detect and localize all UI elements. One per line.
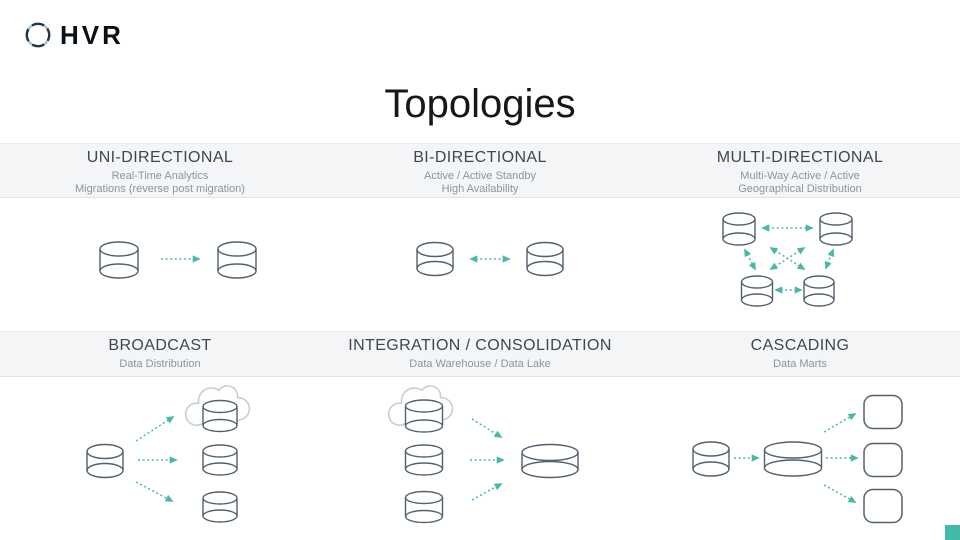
replication-arrow (824, 248, 835, 270)
replication-arrow (471, 483, 503, 501)
integration-consolidation-diagram (387, 385, 579, 524)
corner-accent-square (945, 525, 960, 540)
section-subtitle: Data Marts (773, 358, 827, 370)
database-cylinder-icon (521, 443, 579, 479)
section-header-broadcast: BROADCAST Data Distribution (0, 332, 320, 376)
database-cylinder-icon (526, 241, 564, 277)
section-subtitle: Data Distribution (119, 358, 201, 370)
section-title: CASCADING (750, 337, 850, 354)
section-title: UNI-DIRECTIONAL (86, 149, 234, 166)
data-mart-node-icon (863, 488, 903, 524)
logo-text: HVR (60, 20, 124, 50)
database-cylinder-icon (202, 491, 238, 523)
replication-arrow (135, 481, 174, 502)
database-cylinder-icon (763, 441, 823, 477)
hvr-logo: HVR (24, 21, 124, 49)
database-cylinder-icon (692, 441, 730, 477)
section-title: INTEGRATION / CONSOLIDATION (348, 337, 612, 354)
database-cylinder-icon (99, 241, 139, 279)
hvr-ring-icon (25, 22, 51, 48)
replication-arrow (135, 416, 175, 442)
section-title: BI-DIRECTIONAL (413, 149, 547, 166)
section-header-row-2: BROADCAST Data Distribution INTEGRATION … (0, 331, 960, 377)
cascading-diagram (692, 394, 903, 524)
broadcast-diagram (86, 385, 251, 523)
section-subtitle: Multi-Way Active / Active Geographical D… (738, 170, 862, 195)
database-cylinder-icon (404, 399, 444, 433)
section-header-integration-consolidation: INTEGRATION / CONSOLIDATION Data Warehou… (320, 332, 640, 376)
database-cylinder-icon (803, 275, 835, 307)
database-cylinder-icon (740, 275, 774, 307)
replication-arrow (471, 418, 503, 438)
data-mart-node-icon (863, 442, 903, 478)
replication-arrow (769, 247, 806, 270)
section-title: BROADCAST (108, 337, 212, 354)
section-header-uni-directional: UNI-DIRECTIONAL Real-Time Analytics Migr… (0, 144, 320, 197)
section-header-row-1: UNI-DIRECTIONAL Real-Time Analytics Migr… (0, 143, 960, 198)
section-title: MULTI-DIRECTIONAL (716, 149, 884, 166)
database-cylinder-icon (819, 212, 853, 246)
section-header-bi-directional: BI-DIRECTIONAL Active / Active Standby H… (320, 144, 640, 197)
data-mart-node-icon (863, 394, 903, 430)
database-cylinder-icon (217, 241, 257, 279)
replication-arrow (823, 413, 857, 433)
database-cylinder-icon (86, 443, 124, 479)
replication-arrow (823, 484, 857, 503)
replication-arrow (744, 248, 756, 271)
section-subtitle: Active / Active Standby High Availabilit… (424, 170, 536, 195)
section-subtitle: Real-Time Analytics Migrations (reverse … (75, 170, 245, 195)
bi-directional-diagram (416, 241, 564, 277)
database-cylinder-icon (202, 399, 238, 433)
uni-directional-diagram (99, 241, 257, 279)
page-title: Topologies (384, 82, 576, 126)
section-header-cascading: CASCADING Data Marts (640, 332, 960, 376)
database-cylinder-icon (404, 444, 444, 476)
multi-directional-diagram (722, 212, 853, 307)
section-header-multi-directional: MULTI-DIRECTIONAL Multi-Way Active / Act… (640, 144, 960, 197)
database-cylinder-icon (404, 490, 444, 524)
database-cylinder-icon (202, 444, 238, 476)
database-cylinder-icon (722, 212, 756, 246)
section-subtitle: Data Warehouse / Data Lake (409, 358, 551, 370)
database-cylinder-icon (416, 241, 454, 277)
